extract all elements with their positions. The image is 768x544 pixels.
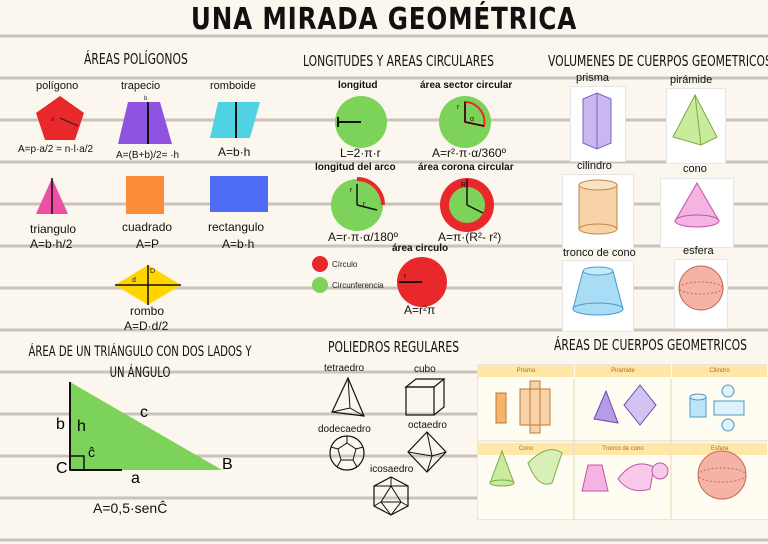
areas-heading: ÁREAS POLÍGONOS [84,50,188,68]
trapecio-label: trapecio [121,80,161,92]
icosaedro-label: icosaedro [370,464,414,475]
cuerpos-illustrations [478,379,768,519]
trapezoid-shape: b [118,96,172,144]
circle-longitud [335,96,387,148]
triangulo-formula: A=b·h/2 [30,237,73,251]
cuadrado-label: cuadrado [122,220,173,234]
svg-text:a: a [51,117,55,123]
dodecaedro-label: dodecaedro [318,424,371,435]
svg-text:α: α [470,116,474,123]
cuerpos-heading: ÁREAS DE CUERPOS GEOMETRICOS [554,336,747,354]
col-esfera: Esfera [672,443,767,455]
parallelogram-shape [210,102,260,138]
arco-formula: A=r·π·α/180º [328,230,398,244]
vol-heading: VOLUMENES DE CUERPOS GEOMETRICOS [548,52,768,70]
prisma-card [570,86,626,162]
sector-formula: A=r²·π·α/360º [432,146,506,160]
tri-heading: ÁREA DE UN TRIÁNGULO CON DOS LADOS Y UN … [28,344,252,381]
arco-label: longitud del arco [315,162,396,173]
tri-formula: A=0,5·senĈ [93,500,168,516]
triangulo-label: triangulo [30,222,77,236]
esfera-card [674,259,728,329]
svg-text:r: r [350,187,353,194]
longitud-label: longitud [338,80,378,91]
legend-circle-green [312,277,328,293]
area-formula: A=r²π [404,303,436,317]
cilindro-card [562,174,634,250]
circle-arco: r r [331,177,385,231]
circ-heading: LONGITUDES Y AREAS CIRCULARES [303,52,494,70]
circle-sector: r α [439,96,491,148]
prisma-label: prisma [576,72,610,84]
dodecahedron-icon [329,435,365,471]
octaedro-label: octaedro [408,420,447,431]
tri-a: a [131,470,140,487]
cono-card [660,178,734,248]
col-prisma: Prisma [478,365,574,377]
legend-circle-red [312,256,328,272]
tri-b: b [56,416,65,433]
svg-text:d: d [132,277,136,284]
cube-icon [404,378,446,416]
tri-C: C [56,460,68,477]
tri-h: h [77,418,86,435]
triangle-shape [36,178,68,214]
poligono-formula: A=p·a/2 = n·l·a/2 [18,144,94,155]
cuadrado-formula: A=P [136,237,160,251]
longitud-formula: L=2·π·r [340,146,381,160]
poli-heading: POLIEDROS REGULARES [328,338,460,356]
cono-label: cono [683,163,707,175]
tetrahedron-icon [331,376,365,417]
square-shape [126,176,164,214]
col-cilindro: Cilindro [672,365,767,377]
svg-text:r: r [457,104,460,111]
rectangle-shape [210,176,268,212]
icosahedron-icon [373,476,409,516]
svg-text:D: D [150,268,155,275]
trapecio-formula: A=(B+b)/2= ·h [116,150,180,161]
col-piramide: Pirámide [575,365,671,377]
rombo-label: rombo [130,304,165,318]
col-tronco: Tronco de cono [575,443,671,455]
page-title: UNA MIRADA GEOMÉTRICA [190,2,578,37]
poligono-label: polígono [36,80,79,92]
svg-text:r: r [404,273,407,280]
svg-text:r: r [363,201,366,208]
cubo-label: cubo [414,364,436,375]
tronco-label: tronco de cono [563,247,636,259]
rectangulo-label: rectangulo [208,220,265,234]
circle-area: r [397,257,447,307]
octahedron-icon [407,431,447,473]
svg-text:R: R [461,182,466,189]
tetraedro-label: tetraedro [324,363,365,374]
cilindro-label: cilindro [577,160,612,172]
svg-text:b: b [144,96,148,102]
esfera-label: esfera [683,245,714,257]
legend-circunferencia-label: Circunferencia [332,281,384,290]
corona-label: área corona circular [418,162,514,173]
tri-B: B [222,456,233,473]
rombo-formula: A=D·d/2 [124,319,169,333]
romboide-label: romboide [210,80,256,92]
right-triangle-diagram [69,382,222,471]
rectangulo-formula: A=b·h [222,237,255,251]
sector-label: área sector circular [420,80,513,91]
circle-corona: R [440,178,494,232]
corona-formula: A=π·(R²- r²) [438,230,502,244]
pentagon-shape: a [36,96,84,140]
rhombus-shape: d D [115,265,181,305]
tri-c: c [140,404,148,421]
tronco-card [562,260,634,332]
legend-circulo-label: Círculo [332,260,358,269]
cuerpos-table: Prisma Pirámide Cilindro Cono Tronco de … [477,364,768,520]
tri-angle: ĉ [88,444,95,460]
area-label: área circulo [392,243,449,254]
piramide-label: pirámide [670,74,713,86]
piramide-card [666,88,726,164]
romboide-formula: A=b·h [218,145,251,159]
